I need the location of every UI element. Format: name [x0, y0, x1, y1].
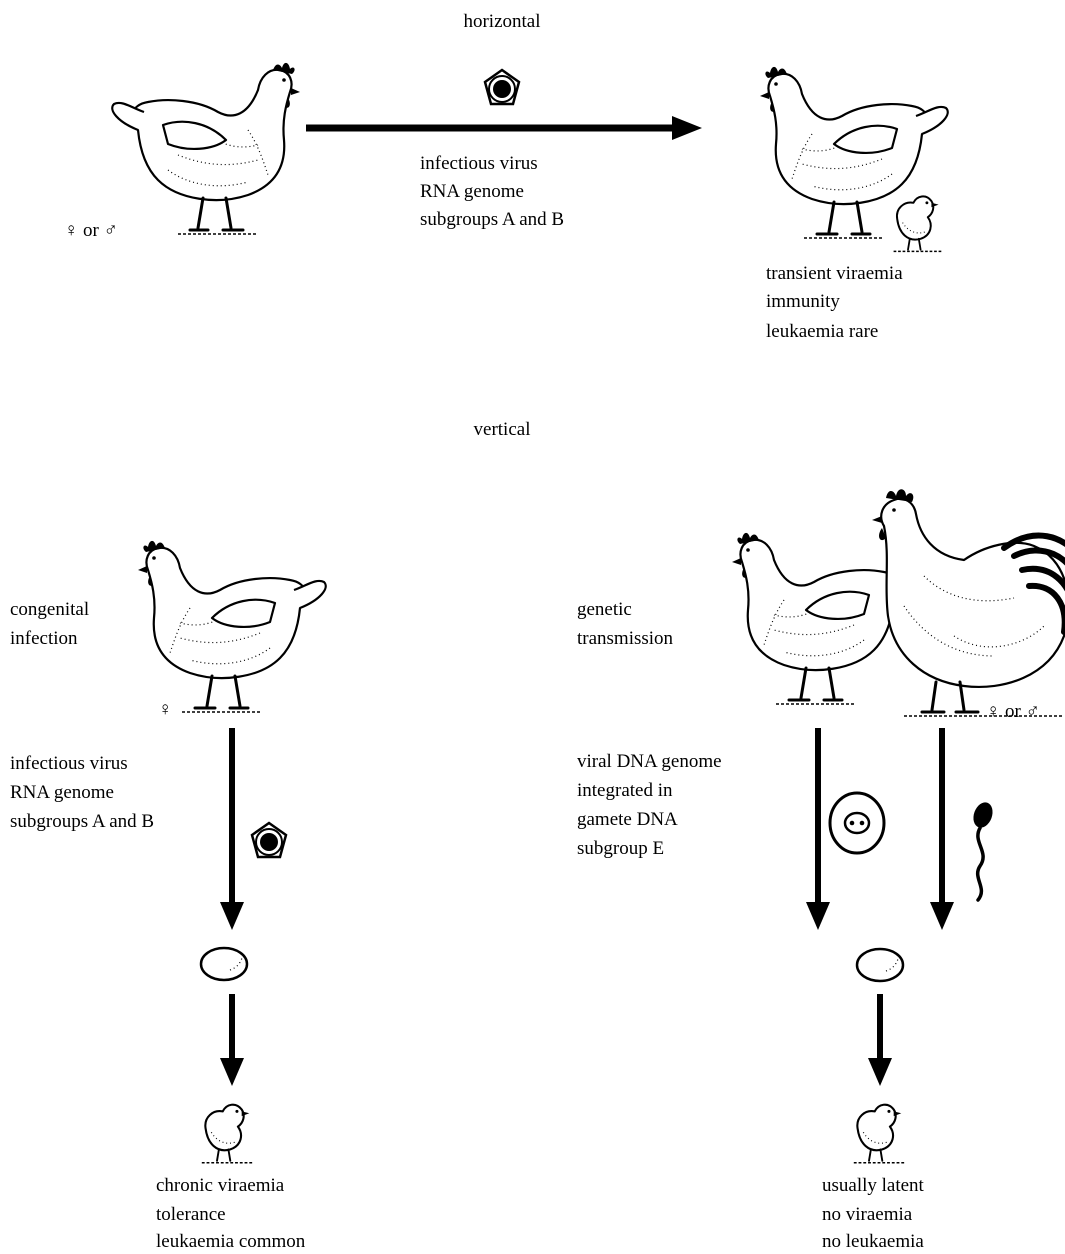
chick-icon	[200, 1103, 255, 1164]
genetic-arrow-2	[868, 994, 892, 1086]
sperm-arrow	[930, 728, 954, 930]
congenital-arrow-label-2: RNA genome	[10, 782, 114, 803]
congenital-sex-label: ♀	[158, 699, 173, 720]
horizontal-outcome-3: leukaemia rare	[766, 321, 879, 342]
ovum-icon	[828, 791, 886, 855]
genetic-arrow-label-2: integrated in	[577, 780, 673, 801]
congenital-arrow-2	[220, 994, 244, 1086]
genetic-arrow-label-4: subgroup E	[577, 838, 665, 859]
genetic-outcome-3: no leukaemia	[822, 1231, 924, 1252]
sperm-icon	[973, 802, 993, 902]
horizontal-heading: horizontal	[463, 11, 541, 32]
genetic-sex-label: ♀ or ♂	[986, 701, 1040, 722]
horizontal-outcome-1: transient viraemia	[766, 263, 903, 284]
genetic-arrow-label-3: gamete DNA	[577, 809, 678, 830]
congenital-outcome-2: tolerance	[156, 1204, 226, 1225]
congenital-title-2: infection	[10, 628, 78, 649]
vertical-heading: vertical	[473, 419, 531, 440]
source-hen-icon	[110, 61, 302, 236]
virus-particle-icon	[483, 68, 521, 106]
congenital-title-1: congenital	[10, 599, 90, 620]
egg-icon	[855, 947, 905, 983]
congenital-arrow-label-1: infectious virus	[10, 753, 128, 774]
genetic-outcome-1: usually latent	[822, 1175, 924, 1196]
egg-icon	[199, 946, 249, 982]
horizontal-arrow-label-1: infectious virus	[420, 153, 538, 174]
genetic-outcome-2: no viraemia	[822, 1204, 913, 1225]
congenital-hen-icon	[136, 539, 328, 714]
horizontal-outcome-2: immunity	[766, 291, 840, 312]
congenital-outcome-1: chronic viraemia	[156, 1175, 285, 1196]
genetic-arrow-label-1: viral DNA genome	[577, 751, 722, 772]
horizontal-arrow-label-3: subgroups A and B	[420, 209, 565, 230]
horizontal-arrow	[306, 116, 702, 140]
genetic-title-2: transmission	[577, 628, 674, 649]
source-sex-label: ♀ or ♂	[64, 220, 118, 241]
chick-icon	[852, 1103, 907, 1164]
horizontal-arrow-label-2: RNA genome	[420, 181, 524, 202]
congenital-arrow-label-3: subgroups A and B	[10, 811, 155, 832]
chick-icon	[892, 195, 944, 253]
genetic-title-1: genetic	[577, 599, 632, 620]
virus-particle-icon	[250, 821, 288, 859]
ovum-arrow	[806, 728, 830, 930]
congenital-outcome-3: leukaemia common	[156, 1231, 306, 1252]
rooster-icon	[872, 489, 1065, 717]
congenital-arrow-1	[220, 728, 244, 930]
